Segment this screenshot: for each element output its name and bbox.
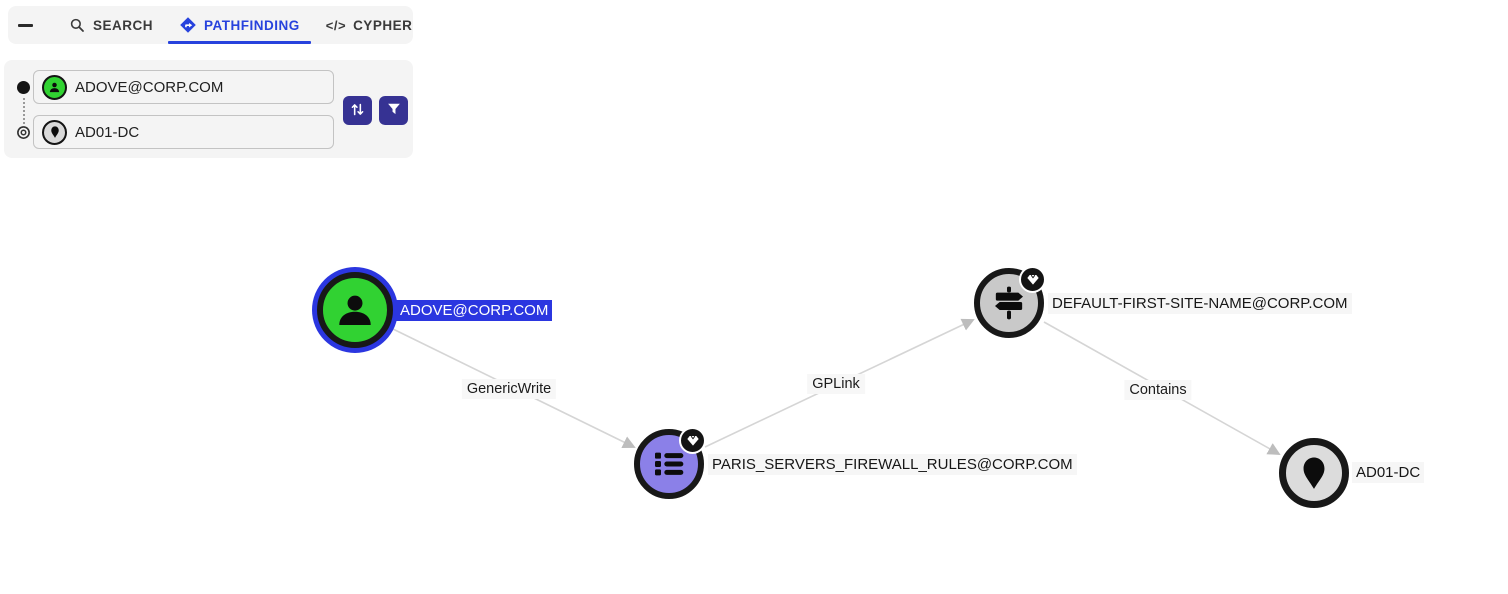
- tab-cypher[interactable]: </> CYPHER: [313, 6, 426, 44]
- gem-icon: [1025, 272, 1041, 288]
- tab-search[interactable]: SEARCH: [55, 6, 166, 44]
- node-dc[interactable]: [1279, 438, 1349, 508]
- start-node-value: ADOVE@CORP.COM: [75, 78, 224, 96]
- tab-cypher-label: CYPHER: [353, 17, 413, 33]
- destination-node-value: AD01-DC: [75, 123, 140, 141]
- filter-button[interactable]: [379, 96, 408, 125]
- code-icon: </>: [325, 17, 347, 33]
- edge-label-genericwrite[interactable]: GenericWrite: [461, 379, 557, 399]
- node-gpo[interactable]: [634, 427, 706, 499]
- map-marker-icon: [1295, 454, 1333, 492]
- node-dc-label[interactable]: AD01-DC: [1352, 462, 1425, 483]
- dotted-connector: [23, 98, 25, 124]
- pathfinding-panel: ADOVE@CORP.COM AD01-DC: [4, 60, 413, 158]
- node-user-label[interactable]: ADOVE@CORP.COM: [396, 300, 553, 321]
- minus-icon: [18, 23, 33, 27]
- gem-icon: [685, 433, 701, 449]
- tab-pathfinding-label: PATHFINDING: [204, 17, 300, 33]
- tier-zero-badge: [1019, 266, 1046, 293]
- start-dot-icon: [17, 81, 30, 94]
- search-icon: [68, 16, 86, 34]
- tab-search-label: SEARCH: [93, 17, 154, 33]
- bullseye-icon: [16, 125, 31, 145]
- user-avatar-icon: [42, 74, 67, 100]
- directions-icon: [179, 16, 197, 34]
- filter-icon: [386, 101, 402, 120]
- node-site-label[interactable]: DEFAULT-FIRST-SITE-NAME@CORP.COM: [1048, 293, 1352, 314]
- list-icon: [649, 444, 689, 484]
- edge-label-gplink[interactable]: GPLink: [807, 374, 865, 394]
- node-user[interactable]: [317, 272, 393, 348]
- path-indicators: [16, 60, 30, 158]
- swap-nodes-button[interactable]: [343, 96, 372, 125]
- signpost-icon: [989, 283, 1029, 323]
- destination-node-input[interactable]: AD01-DC: [33, 115, 334, 149]
- tab-bar: SEARCH PATHFINDING </> CYPHER: [8, 6, 413, 44]
- tab-pathfinding[interactable]: PATHFINDING: [166, 6, 313, 44]
- tabs: SEARCH PATHFINDING </> CYPHER: [55, 6, 425, 44]
- swap-vertical-icon: [349, 101, 366, 121]
- node-gpo-label[interactable]: PARIS_SERVERS_FIREWALL_RULES@CORP.COM: [708, 454, 1077, 475]
- node-site[interactable]: [974, 266, 1046, 338]
- user-icon: [332, 287, 378, 333]
- tier-zero-badge: [679, 427, 706, 454]
- start-node-input[interactable]: ADOVE@CORP.COM: [33, 70, 334, 104]
- edge-label-contains[interactable]: Contains: [1124, 380, 1192, 400]
- map-marker-icon: [42, 119, 67, 145]
- minimize-button[interactable]: [18, 6, 33, 44]
